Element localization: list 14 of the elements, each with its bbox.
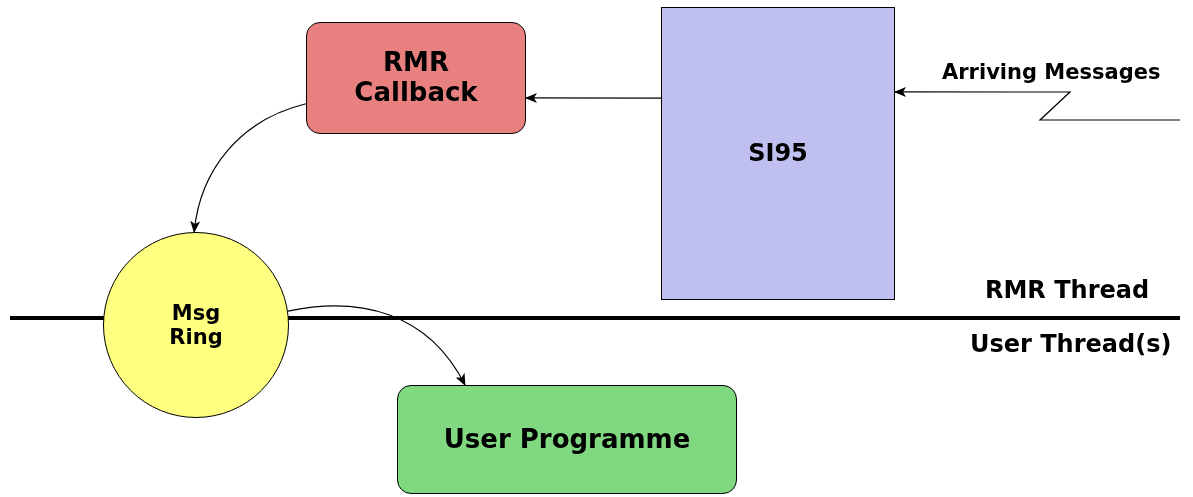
node-label: RMR Callback [353, 48, 479, 108]
thread-label: User Thread(s) [970, 330, 1172, 358]
node-label: User Programme [443, 424, 691, 455]
process-box [661, 7, 895, 300]
arrow [525, 92, 662, 103]
process-box [397, 385, 737, 494]
process-box [306, 22, 526, 134]
arrow [287, 305, 466, 386]
node-label: Msg Ring [168, 300, 224, 350]
arrow [190, 103, 307, 233]
edge-label: Arriving Messages [940, 60, 1163, 84]
arrow [894, 86, 1181, 121]
node-label: SI95 [748, 139, 808, 168]
thread-label: RMR Thread [985, 276, 1150, 304]
